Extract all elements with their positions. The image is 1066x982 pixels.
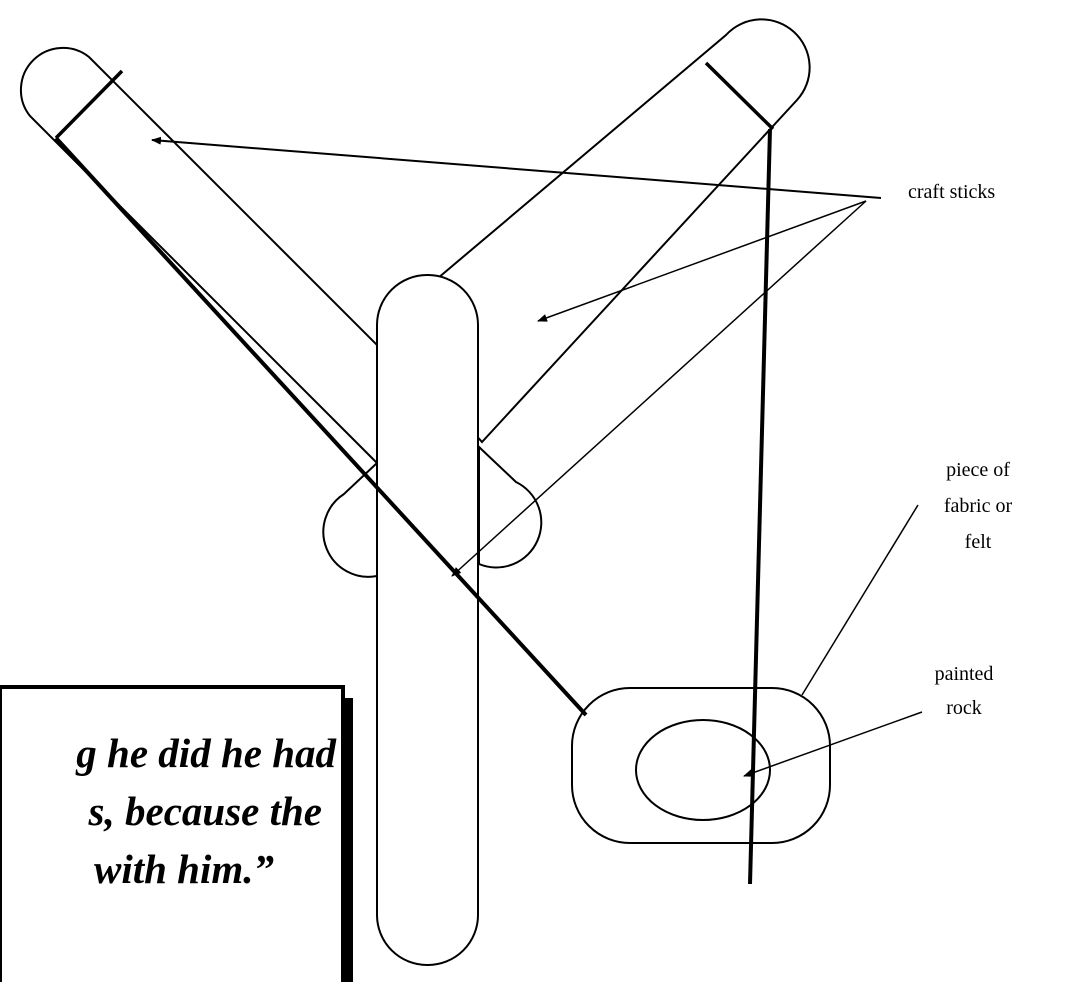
quote-line-1: g he did he had: [75, 730, 336, 776]
left-string: [54, 136, 588, 717]
right-stick-band: [704, 61, 775, 131]
quote-box-frame: [0, 685, 345, 982]
quote-box: g he did he had s, because the with him.…: [0, 685, 353, 982]
craft-sticks-arrow-bottom: [451, 200, 867, 577]
painted-rock: [635, 719, 771, 821]
left-stick-band: [54, 69, 124, 140]
handle-craft-stick: [376, 274, 479, 966]
craft-sticks-arrow-middle: [537, 200, 867, 322]
craft-sticks-arrow-left: [151, 136, 882, 199]
rock-label-line-2: rock: [946, 697, 982, 719]
fabric-label-line-1: piece of: [946, 459, 1010, 481]
quote-line-2: s, because the: [88, 788, 322, 834]
fabric-label-line-2: fabric or: [944, 495, 1013, 517]
rock-arrow: [743, 711, 923, 777]
right-craft-stick: [378, 18, 811, 444]
left-joint-lobe: [322, 460, 378, 578]
right-string: [748, 128, 772, 885]
craft-sticks-label: craft sticks: [908, 181, 995, 203]
fabric-label-line-3: felt: [965, 531, 992, 553]
quote-line-3: with him.”: [94, 846, 274, 892]
right-joint-lobe: [478, 444, 543, 569]
rock-label-line-1: painted: [935, 663, 994, 685]
fabric-leader-line: [801, 504, 919, 696]
left-craft-stick: [19, 46, 482, 465]
